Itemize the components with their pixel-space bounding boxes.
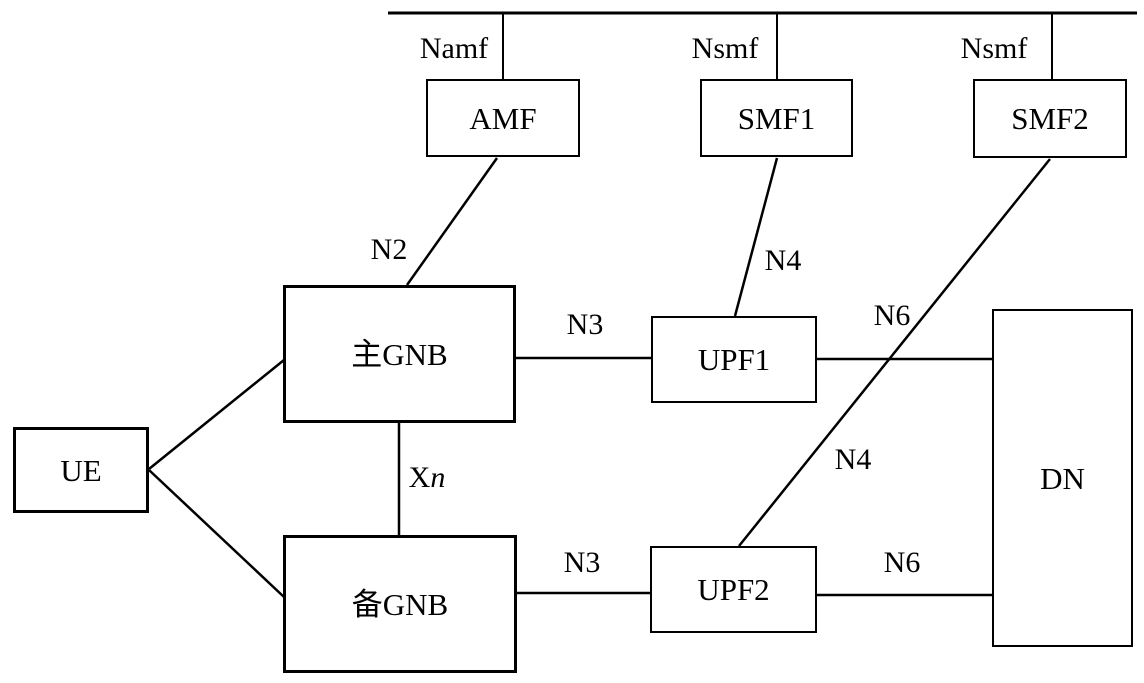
label-n4-smf1-upf1: N4 — [764, 244, 802, 277]
node-dn-label: DN — [1040, 460, 1085, 496]
node-smf1: SMF1 — [700, 79, 853, 157]
label-n3-main: N3 — [566, 308, 604, 341]
n4-smf2-to-upf2-line — [738, 158, 1051, 547]
label-n6-upf1-dn: N6 — [873, 299, 911, 332]
n2-main-gnb-to-amf-line — [405, 157, 499, 286]
label-nsmf-smf1: Nsmf — [691, 32, 759, 65]
node-backup-gnb-label: 备GNB — [351, 586, 449, 622]
label-xn: Xn — [409, 463, 446, 493]
node-main-gnb: 主GNB — [283, 285, 516, 423]
label-xn-upright: X — [408, 461, 431, 494]
node-amf: AMF — [426, 79, 580, 157]
node-upf1: UPF1 — [651, 316, 817, 403]
node-ue: UE — [13, 427, 149, 513]
label-namf: Namf — [419, 32, 489, 65]
node-upf2-label: UPF2 — [697, 572, 770, 607]
node-amf-label: AMF — [469, 100, 537, 136]
label-nsmf-smf2: Nsmf — [960, 32, 1028, 65]
label-xn-italic: n — [430, 461, 446, 494]
node-upf1-label: UPF1 — [697, 342, 771, 377]
ue-to-backup-gnb-line — [148, 469, 285, 598]
label-n3-backup: N3 — [563, 546, 601, 579]
label-n2: N2 — [370, 233, 408, 266]
node-backup-gnb: 备GNB — [283, 535, 517, 673]
node-smf1-label: SMF1 — [737, 100, 816, 136]
label-n4-smf2-upf2: N4 — [834, 443, 872, 476]
node-upf2: UPF2 — [650, 546, 817, 633]
node-ue-label: UE — [60, 452, 102, 488]
label-n6-upf2-dn: N6 — [883, 546, 921, 579]
ue-to-main-gnb-line — [148, 359, 285, 470]
n4-smf1-to-upf1-line — [733, 157, 779, 317]
node-smf2-label: SMF2 — [1011, 101, 1089, 136]
node-main-gnb-label: 主GNB — [351, 336, 448, 372]
node-dn: DN — [992, 309, 1133, 647]
node-smf2: SMF2 — [973, 79, 1127, 158]
